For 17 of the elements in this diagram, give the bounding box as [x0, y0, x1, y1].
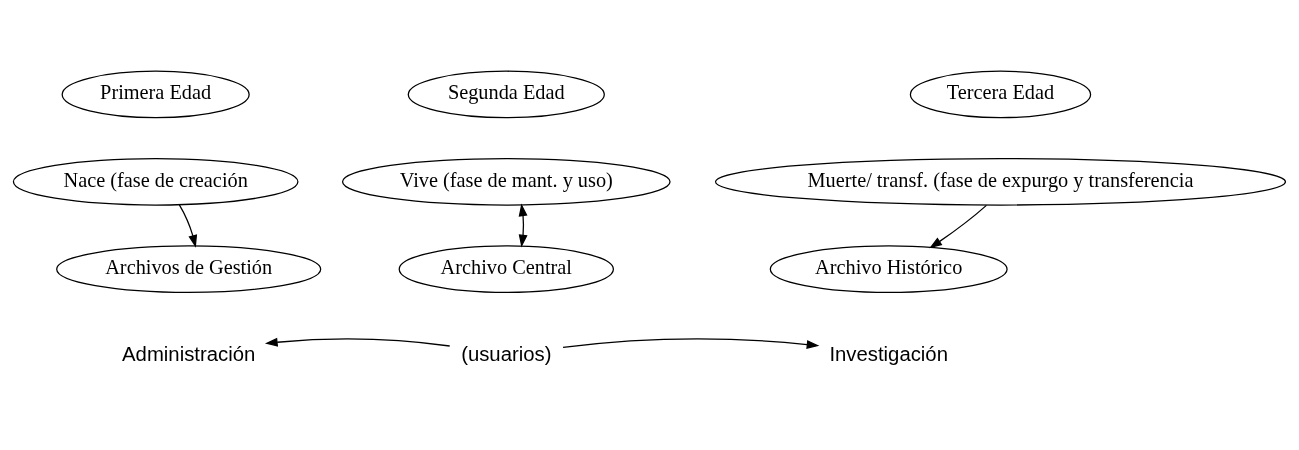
node-text: (usuarios)	[461, 342, 552, 365]
arrow	[178, 204, 198, 248]
node-ellipse: Tercera Edad	[909, 70, 1092, 119]
node-ellipse: Archivos de Gestión	[56, 245, 322, 294]
node-ellipse: Vive (fase de mant. y uso)	[341, 157, 671, 206]
arrow	[264, 337, 451, 347]
node-ellipse: Muerte/ transf. (fase de expurgo y transferencia	[714, 157, 1287, 206]
node-ellipse: Archivo Central	[398, 245, 614, 294]
arrow	[562, 338, 820, 349]
arrow	[929, 204, 988, 249]
node-ellipse: Archivo Histórico	[769, 245, 1008, 294]
node-ellipse: Segunda Edad	[407, 70, 605, 119]
node-ellipse: Nace (fase de creación	[12, 157, 299, 206]
node-text: Investigación	[829, 342, 948, 365]
node-ellipse: Primera Edad	[61, 70, 250, 119]
arrow	[518, 203, 528, 248]
node-text: Administración	[122, 342, 256, 365]
